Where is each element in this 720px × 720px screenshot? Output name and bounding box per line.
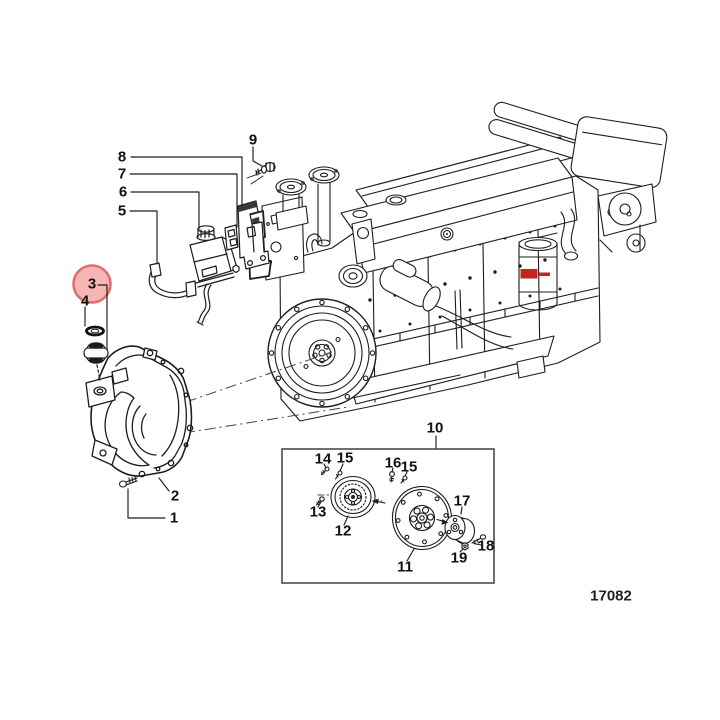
isolator-bushing-illustration — [83, 342, 109, 364]
housing-bolt — [118, 476, 138, 488]
small-parts — [83, 161, 276, 381]
callout-2[interactable]: 2 — [170, 487, 180, 505]
nut-illustration — [461, 542, 469, 551]
highlight-circle[interactable] — [72, 264, 112, 304]
housing-mount-ear — [85, 375, 116, 408]
heat-exchanger-end-cap — [608, 192, 642, 226]
callout-3-highlighted[interactable]: 3 — [87, 275, 97, 293]
oil-filter — [518, 232, 558, 311]
callout-15a[interactable]: 15 — [336, 449, 354, 467]
washer-illustration — [85, 325, 105, 337]
arrow-left — [371, 498, 379, 504]
drawing-number: 17082 — [590, 587, 632, 605]
callout-12[interactable]: 12 — [334, 522, 352, 540]
exhaust-collector — [570, 116, 668, 189]
callout-9[interactable]: 9 — [248, 131, 258, 149]
callout-14[interactable]: 14 — [314, 450, 332, 468]
mounting-bracket-illustration — [232, 200, 270, 274]
flywheel-housing-illustration — [85, 345, 194, 488]
screw-18-illustration — [471, 534, 487, 545]
leader-lines — [84, 146, 482, 562]
damper-illustration — [330, 475, 376, 519]
callout-5[interactable]: 5 — [117, 202, 127, 220]
engine-illustration — [247, 101, 668, 422]
callout-17[interactable]: 17 — [453, 492, 471, 510]
strainer-caps — [275, 166, 340, 247]
hub-illustration — [444, 514, 476, 545]
drive-assembly-parts — [315, 466, 487, 551]
callout-13[interactable]: 13 — [309, 503, 327, 521]
arrow-right — [441, 519, 449, 525]
clip-bracket-illustration — [224, 224, 239, 251]
callout-6[interactable]: 6 — [118, 183, 128, 201]
callout-15b[interactable]: 15 — [400, 458, 418, 476]
callout-7[interactable]: 7 — [117, 165, 127, 183]
oil-filter-red-band — [520, 269, 538, 279]
callout-16[interactable]: 16 — [384, 454, 402, 472]
starter-motor — [379, 259, 441, 312]
callout-8[interactable]: 8 — [117, 148, 127, 166]
callout-4[interactable]: 4 — [80, 292, 90, 310]
small-screws — [315, 466, 408, 506]
callout-10[interactable]: 10 — [426, 419, 444, 437]
assembly-axis-lines — [183, 351, 349, 434]
callout-19[interactable]: 19 — [450, 549, 468, 567]
assembly-detail-box — [281, 448, 495, 584]
clamp-illustration — [148, 262, 197, 299]
flexplate-illustration — [391, 485, 453, 551]
callout-18[interactable]: 18 — [477, 537, 495, 555]
callout-11[interactable]: 11 — [397, 558, 413, 576]
callout-1[interactable]: 1 — [169, 509, 179, 527]
flywheel-flange — [267, 298, 377, 408]
